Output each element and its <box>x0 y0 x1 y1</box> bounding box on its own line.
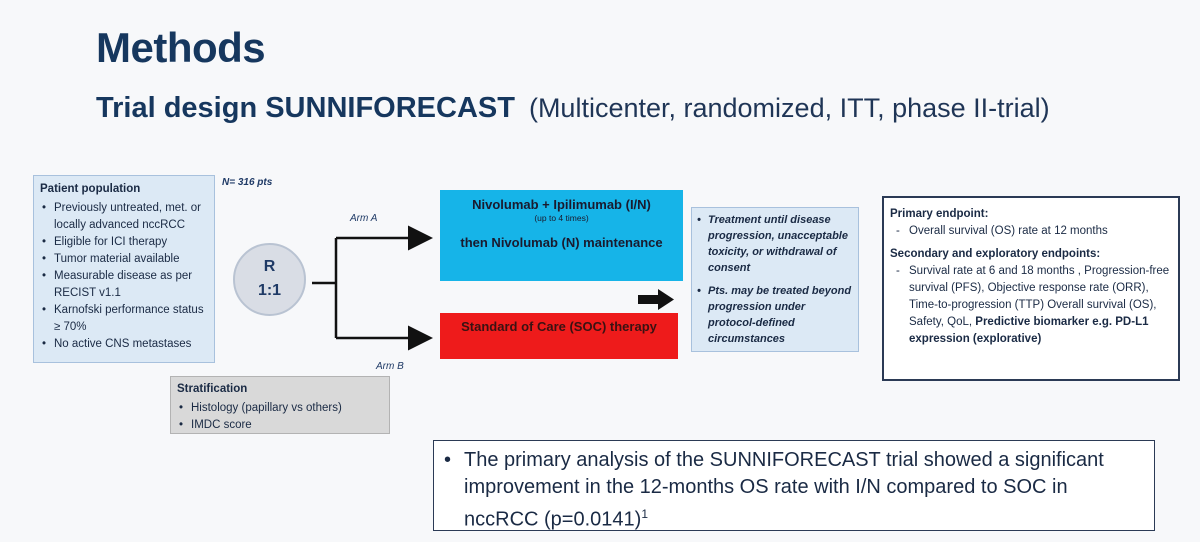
list-item: Treatment until disease progression, una… <box>697 212 852 276</box>
secondary-endpoint-item: Survival rate at 6 and 18 months , Progr… <box>890 263 1172 348</box>
primary-endpoint-heading: Primary endpoint: <box>890 208 989 220</box>
endpoints-box: Primary endpoint: Overall survival (OS) … <box>882 196 1180 381</box>
subtitle-main: Trial design SUNNIFORECAST <box>96 92 515 124</box>
randomization-letter: R <box>263 258 276 275</box>
biomarker-text: Predictive biomarker e.g. PD-L1 expressi… <box>909 316 1149 345</box>
conclusion-footnote: 1 <box>641 507 648 521</box>
stratification-heading: Stratification <box>177 383 248 395</box>
population-heading: Patient population <box>40 183 141 195</box>
conclusion-box: • The primary analysis of the SUNNIFOREC… <box>433 440 1155 531</box>
stratification-list: Histology (papillary vs others) IMDC sco… <box>177 400 383 434</box>
stratification-box: Stratification Histology (papillary vs o… <box>170 376 390 434</box>
arm-a-line2: (up to 4 times) <box>534 213 589 223</box>
arm-a-line1: Nivolumab + Ipilimumab (I/N) <box>472 197 651 212</box>
arm-a-line3: then Nivolumab (N) maintenance <box>460 235 663 250</box>
conclusion-bullet: • <box>444 449 452 471</box>
treatment-rules-box: Treatment until disease progression, una… <box>691 207 859 352</box>
subtitle-paren: (Multicenter, randomized, ITT, phase II-… <box>528 93 1050 123</box>
slide-subtitle: Trial design SUNNIFORECAST (Multicenter, … <box>96 92 1050 125</box>
slide-title: Methods <box>96 24 266 71</box>
secondary-endpoint-heading: Secondary and exploratory endpoints: <box>890 248 1101 260</box>
randomization-ratio: 1:1 <box>257 282 282 299</box>
patient-population-box: Patient population Previously untreated,… <box>33 175 215 363</box>
list-item: IMDC score <box>179 417 383 434</box>
arm-b-label: Arm B <box>376 361 404 372</box>
arm-a-treatment-box: Nivolumab + Ipilimumab (I/N) (up to 4 ti… <box>440 190 683 281</box>
list-item: No active CNS metastases <box>42 336 208 353</box>
arm-b-treatment-box: Standard of Care (SOC) therapy <box>440 313 678 359</box>
list-item: Tumor material available <box>42 251 208 268</box>
randomization-connector <box>312 225 433 351</box>
arm-a-label: Arm A <box>350 213 378 224</box>
list-item: Histology (papillary vs others) <box>179 400 383 417</box>
list-item: Pts. may be treated beyond progression u… <box>697 283 852 347</box>
list-item: Karnofski performance status ≥ 70% <box>42 302 208 336</box>
list-item: Previously untreated, met. or locally ad… <box>42 200 208 234</box>
primary-endpoint-item: Overall survival (OS) rate at 12 months <box>890 223 1172 240</box>
sample-size-label: N= 316 pts <box>222 177 273 188</box>
conclusion-text: The primary analysis of the SUNNIFORECAS… <box>464 449 1104 531</box>
list-item: Eligible for ICI therapy <box>42 234 208 251</box>
to-endpoints-arrow <box>638 289 674 310</box>
randomization-circle: R 1:1 <box>233 243 306 316</box>
treatment-list: Treatment until disease progression, una… <box>697 212 852 347</box>
list-item: Measurable disease as per RECIST v1.1 <box>42 268 208 302</box>
population-list: Previously untreated, met. or locally ad… <box>40 200 208 353</box>
secondary-endpoint-text: Survival rate at 6 and 18 months , Progr… <box>909 265 1170 328</box>
